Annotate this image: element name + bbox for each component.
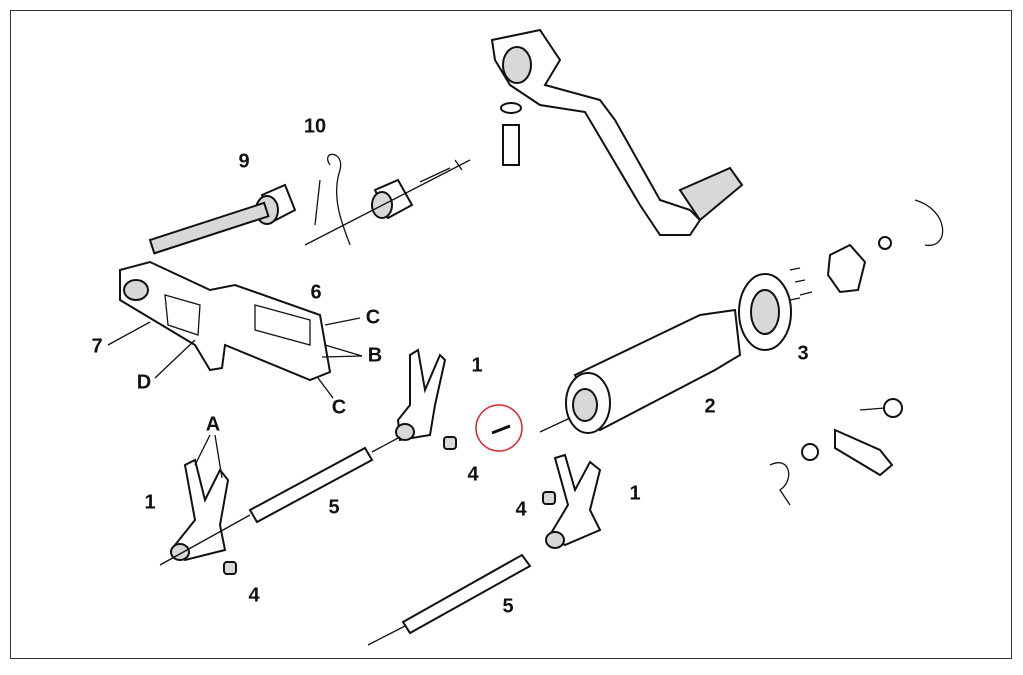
label-5-lower: 5 [502, 595, 513, 617]
fork-shaft-upper [159, 436, 401, 566]
shift-drum [539, 308, 742, 434]
label-7: 7 [91, 335, 102, 357]
label-b: B [368, 344, 382, 366]
shift-fork-upper [395, 348, 457, 450]
label-a: A [206, 413, 220, 435]
label-c-upper: C [366, 306, 380, 328]
label-9: 9 [238, 150, 249, 172]
selector-arm [119, 201, 332, 382]
label-2: 2 [704, 395, 715, 417]
highlighted-pin [475, 404, 523, 452]
label-c-lower: C [332, 396, 346, 418]
label-4-left: 4 [248, 584, 260, 606]
label-1-upper: 1 [471, 354, 482, 376]
shift-fork-left [170, 458, 237, 575]
label-1-right: 1 [629, 482, 640, 504]
label-5-upper: 5 [328, 496, 339, 518]
label-d: D [137, 371, 151, 393]
star-cam-and-circlip [789, 199, 944, 301]
label-3: 3 [797, 342, 808, 364]
label-6: 6 [310, 281, 321, 303]
shift-pedal [490, 28, 744, 236]
collar [371, 159, 463, 220]
label-1-left: 1 [144, 491, 155, 513]
stopper-arm [769, 398, 903, 506]
diagram-frame [10, 10, 1012, 659]
bearing [738, 273, 792, 351]
fork-shaft-lower [367, 553, 532, 646]
label-4-right: 4 [515, 498, 527, 520]
return-spring [314, 153, 351, 246]
shift-fork-right [542, 453, 602, 549]
label-10: 10 [304, 115, 326, 137]
leader-lines [107, 317, 363, 479]
label-4-upper: 4 [467, 463, 479, 485]
